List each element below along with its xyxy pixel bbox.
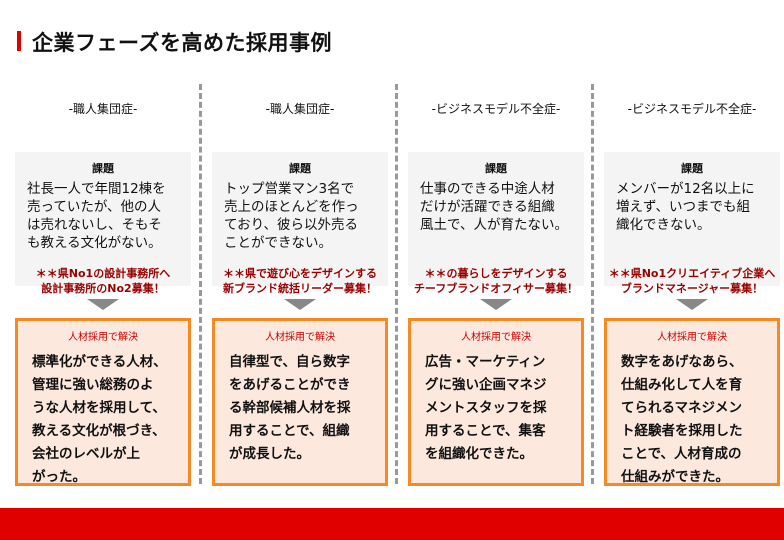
solution-text-line: 仕組み化して人を育 [621,377,743,393]
issue-box: 課題 社長一人で年間12棟を売っていたが、他の人は売れないし、そもそも教える文化… [15,152,191,286]
solution-text-line: がった。 [32,469,86,485]
recruit-headline: ＊＊県で遊び心をデザインする新ブランド統括リーダー募集！ [204,266,396,296]
solution-heading: 人材採用で解決 [265,332,335,343]
issue-text-line: 社長一人で年間12棟を [27,181,166,197]
down-arrow-icon [87,299,119,310]
solution-text-line: 用することで、集客 [425,423,546,439]
solution-text-line: うな人材を採用して、 [32,400,166,416]
solution-text-line: 標準化ができる人材、 [32,354,167,370]
down-arrow-icon [480,299,512,310]
solution-text-line: メントスタッフを採 [425,400,547,416]
solution-text-line: をあげることができ [229,377,351,393]
recruit-line: 設計事務所のNo2募集！ [41,282,165,295]
solution-text-line: を組織化できた。 [425,446,533,462]
footer-bar [0,508,784,540]
issue-text-line: だけが活躍できる組織 [420,199,555,215]
solution-text-line: が成長した。 [229,446,310,462]
solution-box: 人材採用で解決 標準化ができる人材、管理に強い総務のような人材を採用して、教える… [15,318,191,486]
issue-heading: 課題 [92,162,114,175]
recruit-line: ブランドマネージャー募集！ [620,282,764,295]
case-type-label: -ビジネスモデル不全症- [627,102,757,116]
solution-text-line: 用することで、組織 [229,423,350,439]
case-type-label: -職人集団症- [265,102,335,116]
solution-text-line: 管理に強い総務のよ [32,377,154,393]
case-type-label: -ビジネスモデル不全症- [431,102,561,116]
recruit-line: ＊＊県で遊び心をデザインする [223,267,377,280]
issue-text-line: 仕事のできる中途人材 [420,181,555,197]
issue-box: 課題 メンバーが12名以上に増えず、いつまでも組織化できない。 [604,152,780,286]
recruit-headline: ＊＊県No1の設計事務所へ設計事務所のNo2募集！ [7,266,199,296]
issue-text-line: ており、彼ら以外売る [224,217,359,233]
page-title: 企業フェーズを高めた採用事例 [32,31,332,55]
solution-text-line: 数字をあげなあら、 [621,354,743,370]
solution-text-line: 仕組みができた。 [621,469,729,485]
issue-text-line: も教える文化がない。 [27,235,162,251]
solution-heading: 人材採用で解決 [657,332,727,343]
recruit-line: チーフブランドオフィサー募集！ [413,282,579,295]
recruit-line: ＊＊の暮らしをデザインする [424,267,568,280]
issue-box: 課題 仕事のできる中途人材だけが活躍できる組織風土で、人が育たない。 [408,152,584,286]
issue-heading: 課題 [289,162,311,175]
solution-box: 人材採用で解決 数字をあげなあら、仕組み化して人を育てられるマネジメント経験者を… [604,318,780,486]
down-arrow-icon [284,299,316,310]
issue-text-line: 増えず、いつまでも組 [616,199,751,215]
recruit-line: ＊＊県No1の設計事務所へ [35,267,171,280]
recruit-headline: ＊＊の暮らしをデザインするチーフブランドオフィサー募集！ [400,266,592,296]
solution-text-line: 広告・マーケティン [425,354,546,370]
recruit-line: 新ブランド統括リーダー募集！ [223,282,377,295]
issue-text-line: 織化できない。 [616,217,711,233]
solution-heading: 人材採用で解決 [461,332,531,343]
solution-text-line: ト経験者を採用した [621,423,743,439]
column-divider [591,84,594,484]
column-divider [395,84,398,484]
issue-box: 課題 トップ営業マン3名で売上のほとんどを作っており、彼ら以外売ることができない… [212,152,388,286]
recruit-line: ＊＊県No1クリエイティブ企業へ [608,267,776,280]
issue-heading: 課題 [485,162,507,175]
case-type-label: -職人集団症- [68,102,138,116]
title-accent-bar [17,31,21,51]
column-divider [199,84,202,484]
issue-text-line: メンバーが12名以上に [616,181,755,197]
solution-box: 人材採用で解決 自律型で、自ら数字をあげることができる幹部候補人材を採用すること… [212,318,388,486]
solution-box: 人材採用で解決 広告・マーケティングに強い企画マネジメントスタッフを採用すること… [408,318,584,486]
solution-text-line: 教える文化が根づき、 [32,423,166,439]
issue-text-line: は売れないし、そもそ [27,217,162,233]
recruit-headline: ＊＊県No1クリエイティブ企業へブランドマネージャー募集！ [596,266,784,296]
issue-text-line: 売上のほとんどを作っ [224,199,359,215]
issue-heading: 課題 [681,162,703,175]
solution-text-line: ことで、人材育成の [621,446,742,462]
solution-heading: 人材採用で解決 [68,332,138,343]
issue-text-line: 風土で、人が育たない。 [420,217,568,233]
solution-text-line: てられるマネジメン [621,400,742,416]
solution-text-line: る幹部候補人材を採 [229,400,351,416]
solution-text-line: グに強い企画マネジ [425,377,547,393]
issue-text-line: ことができない。 [224,235,332,251]
issue-text-line: 売っていたが、他の人 [27,199,162,215]
down-arrow-icon [676,299,708,310]
issue-text-line: トップ営業マン3名で [224,181,355,197]
solution-text-line: 自律型で、自ら数字 [229,354,350,370]
solution-text-line: 会社のレベルが上 [32,446,140,462]
